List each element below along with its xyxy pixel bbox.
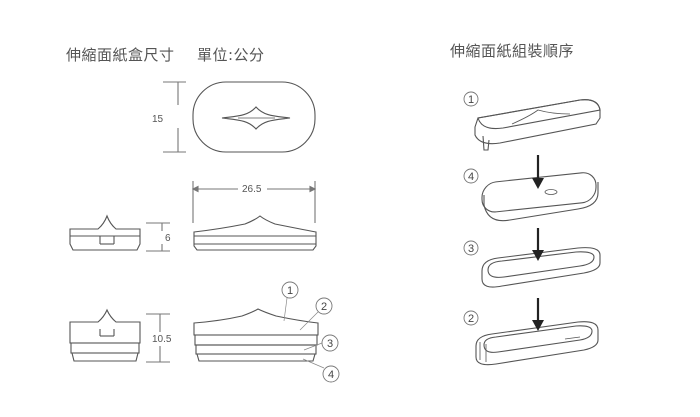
callout-circle-2: [315, 297, 333, 315]
callout-number-1: 1: [287, 285, 293, 297]
height-closed-dimension: [146, 222, 170, 252]
height-closed-label: 6: [165, 233, 171, 244]
callout-circle-3: [321, 334, 339, 352]
callout-circles: [281, 281, 340, 383]
assembly-part-base-2: [475, 321, 599, 366]
assembly-step-circles: [463, 91, 479, 326]
height-extended-dimension: [146, 313, 170, 363]
callout-leaders: [283, 297, 325, 369]
step-number-4: 4: [468, 171, 474, 183]
step-circle-1: [463, 91, 479, 107]
step-circle-3: [463, 240, 479, 256]
callout-number-2: 2: [321, 301, 327, 313]
width-label: 26.5: [242, 184, 262, 195]
callout-circle-1: [281, 281, 299, 299]
side-view-closed: [193, 215, 317, 251]
assembly-arrows: [532, 155, 544, 331]
callout-circle-4: [322, 365, 340, 383]
top-view-drawing: [192, 81, 316, 153]
step-number-1: 1: [468, 94, 474, 106]
step-circle-2: [463, 310, 479, 326]
step-circle-4: [463, 168, 479, 184]
assembly-part-tray-3: [481, 247, 601, 288]
step-number-2: 2: [468, 313, 474, 325]
callout-number-4: 4: [328, 369, 334, 381]
size-title: 伸縮面紙盒尺寸: [66, 46, 175, 64]
height-extended-label: 10.5: [152, 334, 172, 345]
unit-label: 單位:公分: [197, 46, 265, 64]
assembly-title: 伸縮面紙組裝順序: [450, 42, 575, 60]
assembly-part-lid: [474, 99, 601, 151]
callout-number-3: 3: [327, 338, 333, 350]
depth-dimension: [163, 81, 186, 153]
width-dimension: [191, 181, 317, 223]
front-view-extended: [69, 308, 141, 362]
side-view-extended: [193, 308, 319, 362]
depth-label: 15: [152, 114, 164, 125]
step-number-3: 3: [468, 243, 474, 255]
front-view-closed: [69, 214, 141, 251]
